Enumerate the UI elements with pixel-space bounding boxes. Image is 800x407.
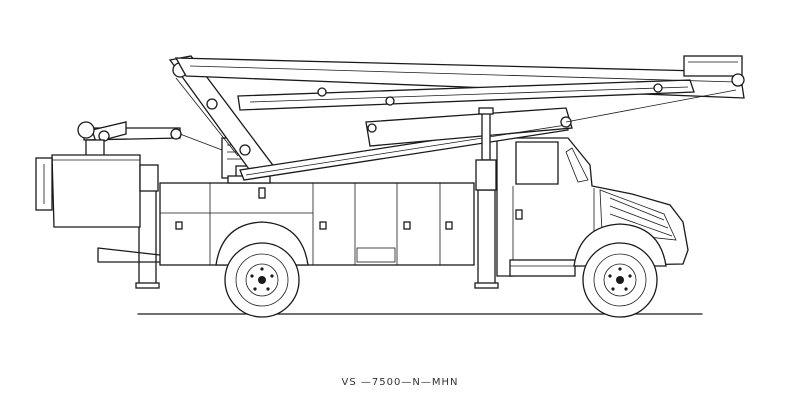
aerial-bucket bbox=[35, 154, 159, 228]
drawing-caption: VS —7500—N—MHN bbox=[341, 377, 459, 388]
bucket-jib-arm bbox=[77, 121, 223, 157]
rear-step bbox=[97, 247, 161, 263]
outrigger-legs bbox=[135, 189, 499, 289]
rear-wheel bbox=[224, 242, 300, 318]
upper-boom bbox=[174, 55, 745, 111]
front-wheel bbox=[582, 242, 658, 318]
utility-body bbox=[159, 182, 475, 266]
boom-rest bbox=[475, 107, 497, 191]
